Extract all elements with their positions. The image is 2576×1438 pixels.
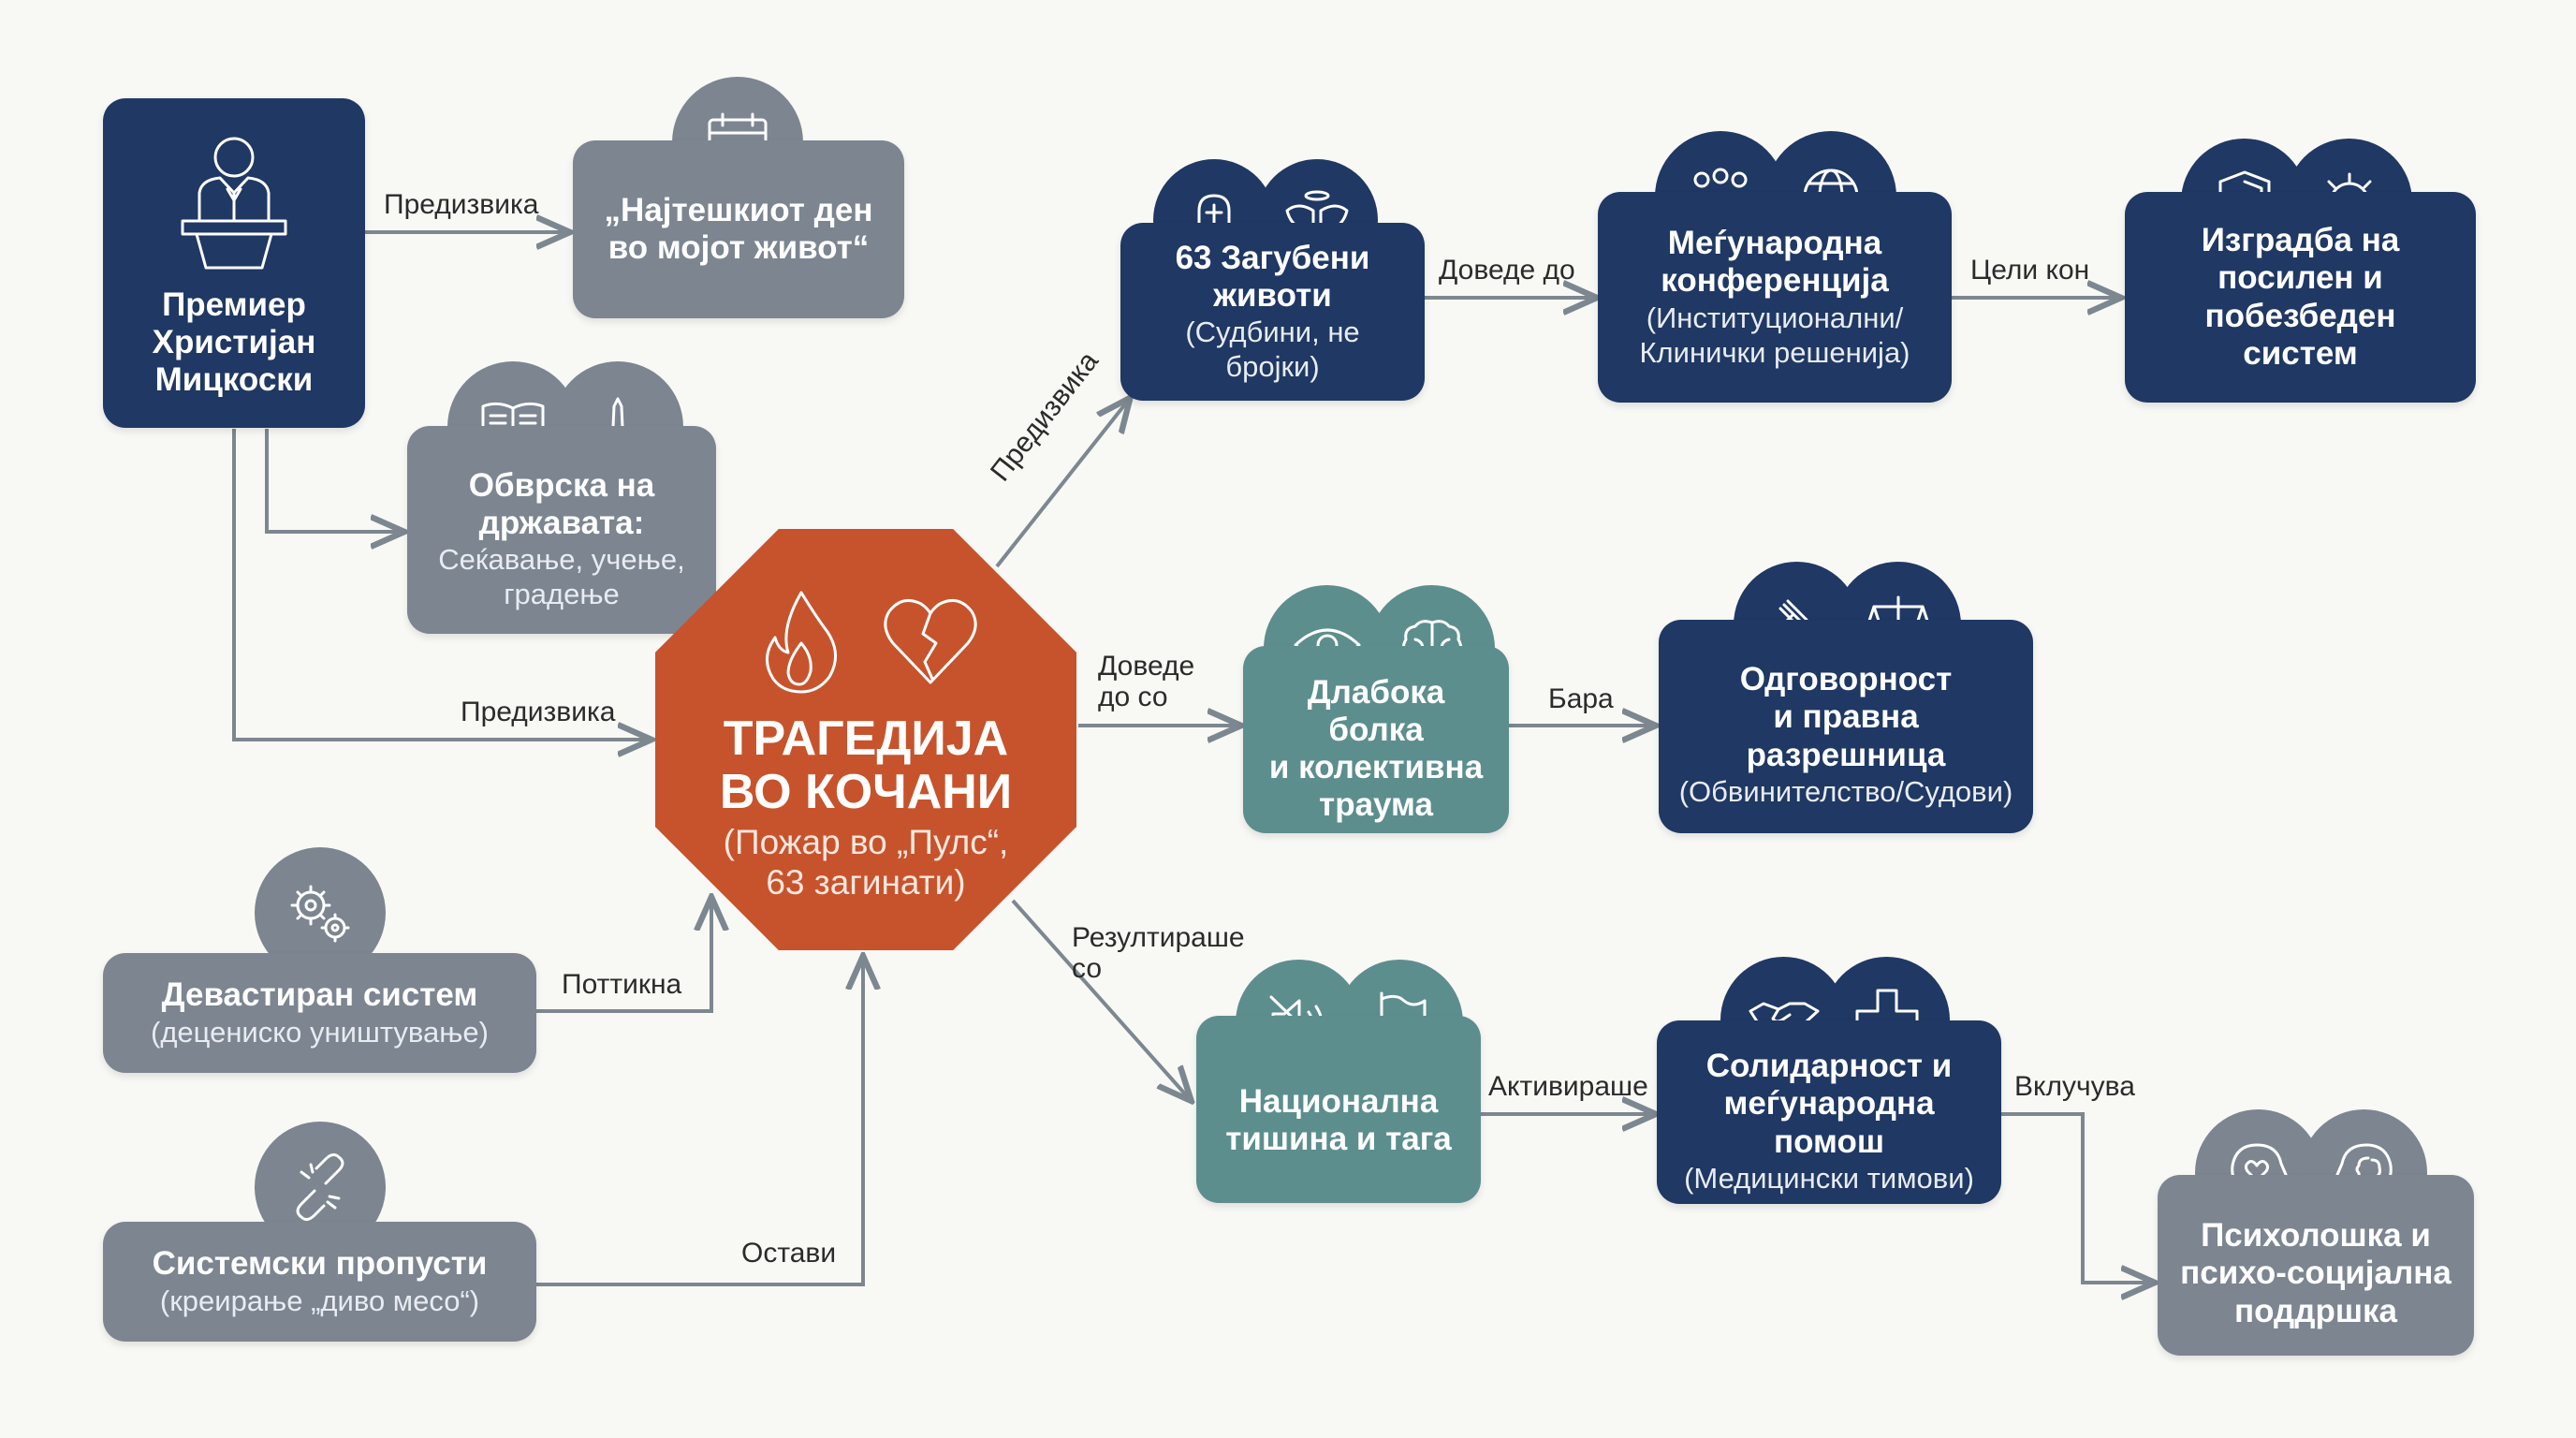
- node-lost-lives: 63 Загубени животи (Судбини, не бројки): [1120, 223, 1425, 401]
- node-devastated-subtitle: (дeцениско уништување): [151, 1015, 489, 1049]
- edge-label-devastated-to-tragedy: Поттикна: [562, 969, 682, 1000]
- edge-pm-to-obligation: [265, 429, 401, 532]
- edge-label-conf-to-system: Цели кон: [1970, 255, 2090, 286]
- node-conference-subtitle: (Институционални/ Клинички решенија): [1639, 301, 1910, 369]
- node-tragedy: ТРАГЕДИЈА ВО КОЧАНИ (Пожар во „Пулс“, 63…: [655, 529, 1076, 950]
- node-failures-subtitle: (креирање „диво месо“): [159, 1284, 480, 1317]
- gears-icon: [290, 885, 350, 943]
- node-international-conference: Меѓународна конференција (Институционалн…: [1598, 192, 1952, 403]
- node-silence-title: Национална тишина и тага: [1225, 1082, 1452, 1157]
- node-tragedy-title: ТРАГЕДИЈА ВО КОЧАНИ: [719, 712, 1013, 820]
- speaker-podium-icon: [181, 137, 287, 270]
- edge-failures-to-tragedy: [536, 960, 863, 1286]
- edge-label-pm-to-day: Предизвика: [384, 189, 539, 220]
- node-psych-support: Психолошка и психо-социјална поддршка: [2158, 1175, 2474, 1356]
- broken-chain-icon: [296, 1152, 344, 1222]
- node-lives-subtitle: (Судбини, не бројки): [1185, 315, 1360, 384]
- node-national-silence: Национална тишина и тага: [1196, 1016, 1481, 1203]
- node-obligation-title: Обврска на државата:: [468, 466, 655, 541]
- node-accountability-subtitle: (Обвинителство/Судови): [1678, 774, 2013, 808]
- broken-heart-icon: [884, 598, 977, 684]
- node-obligation-subtitle: Сеќавање, учење, градење: [438, 543, 685, 611]
- node-systemic-failures: Системски пропусти (креирање „диво месо“…: [103, 1222, 536, 1342]
- edge-label-lives-to-conf: Доведе до: [1439, 255, 1575, 286]
- edge-label-failures-to-tragedy: Остави: [741, 1238, 837, 1269]
- node-deep-pain: Длабока болка и колективна траума: [1243, 646, 1509, 833]
- node-devastated-title: Девастиран систем: [161, 976, 478, 1014]
- node-solidarity-subtitle: (Медицински тимови): [1684, 1161, 1974, 1195]
- edge-label-tragedy-to-pain: Доведе до со: [1098, 651, 1195, 712]
- edge-label-pm-to-tragedy: Предизвика: [461, 697, 616, 727]
- node-solidarity-title: Солидарност и меѓународна помош: [1705, 1048, 1953, 1160]
- node-hardest-day-title: „Најтешкиот ден во мојот живот“: [604, 191, 873, 266]
- node-solidarity: Солидарност и меѓународна помош (Медицин…: [1657, 1020, 2001, 1204]
- node-psych-title: Психолошка и психо-социјална поддршка: [2180, 1217, 2452, 1329]
- gravestone-icon: [1188, 194, 1240, 246]
- node-devastated-system: Девастиран систем (дeцениско уништување): [103, 953, 536, 1073]
- edge-solidarity-to-psych: [2001, 1112, 2151, 1283]
- node-accountability: Одговорност и правна разрешница (Обвинит…: [1659, 620, 2033, 833]
- edge-devastated-to-tragedy: [536, 901, 711, 1013]
- node-stronger-system: Изградба на посилен и побезбеден систем: [2125, 192, 2476, 403]
- edge-label-silence-to-solidarity: Активираше: [1488, 1071, 1648, 1102]
- node-lives-title: 63 Загубени животи: [1175, 239, 1370, 314]
- edge-label-pain-to-acc: Бара: [1548, 683, 1614, 714]
- edge-tragedy-to-silence: [1011, 899, 1189, 1098]
- edge-label-tragedy-to-silence: Резултираше со: [1072, 922, 1245, 984]
- node-tragedy-subtitle: (Пожар во „Пулс“, 63 загинати): [723, 823, 1009, 902]
- edge-label-solidarity-to-psych: Вклучува: [2014, 1071, 2135, 1102]
- edge-tragedy-to-lives: [995, 401, 1128, 568]
- node-obligation: Обврска на државата: Сеќавање, учење, гр…: [407, 426, 716, 634]
- node-conference-title: Меѓународна конференција: [1661, 225, 1889, 300]
- edge-pm-to-tragedy: [232, 429, 648, 740]
- node-accountability-title: Одговорност и правна разрешница: [1739, 661, 1953, 773]
- node-pain-title: Длабока болка и колективна траума: [1268, 673, 1484, 824]
- node-failures-title: Системски пропусти: [152, 1245, 488, 1283]
- node-prime-minister: Премиер Христијан Мицкоски: [103, 98, 365, 428]
- flame-icon: [766, 591, 837, 694]
- node-prime-minister-title: Премиер Христијан Мицкоски: [152, 286, 316, 399]
- node-hardest-day: „Најтешкиот ден во мојот живот“: [573, 140, 904, 318]
- node-system-title: Изградба на посилен и побезбеден систем: [2201, 222, 2400, 372]
